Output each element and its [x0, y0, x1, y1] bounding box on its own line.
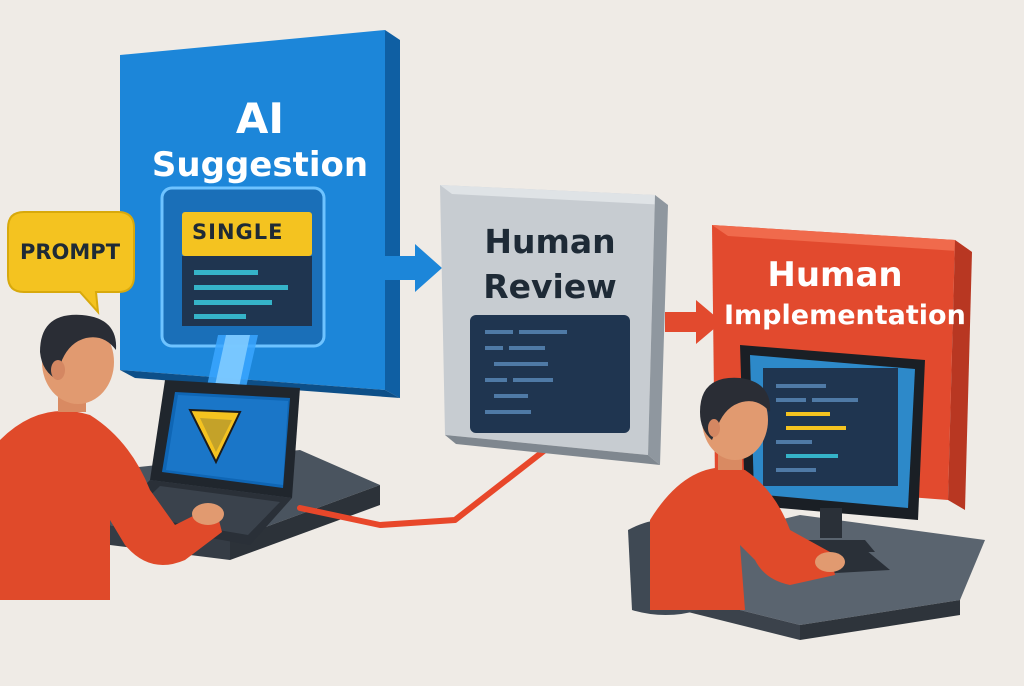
prompt-bubble: [7, 211, 135, 315]
single-tag-label: SINGLE: [192, 220, 284, 244]
right-person: [628, 377, 845, 615]
ai-panel-title-line1: AI: [235, 94, 285, 143]
ai-suggestion-panel: [120, 30, 400, 398]
review-code-block: [470, 315, 630, 433]
arrow-ai-to-review: [382, 244, 442, 292]
review-panel-title-line2: Review: [483, 267, 617, 306]
ai-panel-title-line2: Suggestion: [151, 145, 369, 185]
implementation-panel-title-line1: Human: [767, 255, 903, 295]
review-panel-title-line1: Human: [484, 222, 616, 261]
left-person: [0, 314, 224, 600]
connector-line-review: [297, 447, 548, 528]
implementation-panel-title-line2: Implementation: [724, 300, 966, 331]
single-tag: [182, 212, 312, 256]
prompt-label: PROMPT: [20, 240, 121, 264]
human-review-panel: [440, 185, 668, 465]
arrow-review-to-implementation: [665, 300, 722, 344]
